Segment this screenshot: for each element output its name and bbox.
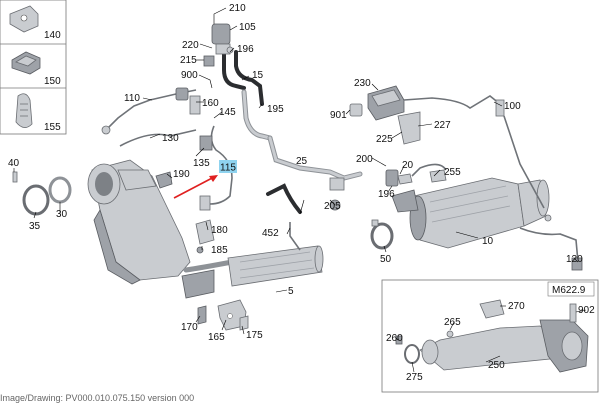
red-pointer-arrow-icon <box>173 175 218 199</box>
callout-265[interactable]: 265 <box>444 317 461 328</box>
callout-115[interactable]: 115 <box>220 163 236 174</box>
callout-5[interactable]: 5 <box>288 286 294 297</box>
callout-195[interactable]: 195 <box>267 104 284 115</box>
part-140-bracket-icon <box>9 5 39 33</box>
highlighted-part-115[interactable]: 115 <box>219 160 237 174</box>
callout-135[interactable]: 135 <box>193 158 210 169</box>
callout-255[interactable]: 255 <box>444 167 461 178</box>
callout-205[interactable]: 205 <box>324 201 341 212</box>
callout-110[interactable]: 110 <box>124 93 140 104</box>
callout-902[interactable]: 902 <box>578 305 595 316</box>
downpipe-illustration <box>181 245 324 299</box>
control-unit-230 <box>349 85 505 177</box>
callout-labels: 210 105 220 196 215 15 900 110 160 145 1… <box>8 3 595 383</box>
diesel-particulate-filter-illustration <box>87 159 191 285</box>
nox-sensor-right-wiring <box>503 115 583 271</box>
flange-clamp-illustration <box>12 171 72 216</box>
callout-30[interactable]: 30 <box>56 209 68 220</box>
callout-160[interactable]: 160 <box>202 98 219 109</box>
sensor-wiring-left <box>101 87 233 211</box>
inset-label-155: 155 <box>44 122 61 133</box>
callout-227[interactable]: 227 <box>434 120 451 131</box>
footer-drawing-id: Image/Drawing: PV000.010.075.150 version… <box>0 393 195 403</box>
callout-50[interactable]: 50 <box>380 254 392 265</box>
callout-100[interactable]: 100 <box>504 101 521 112</box>
callout-145[interactable]: 145 <box>219 107 236 118</box>
part-155-heat-shield-icon <box>15 93 33 128</box>
callout-170[interactable]: 170 <box>181 322 198 333</box>
callout-225[interactable]: 225 <box>376 134 393 145</box>
scr-catalyst-illustration <box>391 177 550 249</box>
pressure-line-assembly <box>203 23 363 211</box>
inset-label-140: 140 <box>44 30 61 41</box>
callout-200[interactable]: 200 <box>356 154 373 165</box>
callout-900[interactable]: 900 <box>181 70 198 81</box>
inset-label-150: 150 <box>44 76 61 87</box>
callout-105[interactable]: 105 <box>239 22 256 33</box>
callout-901[interactable]: 901 <box>330 110 347 121</box>
callout-185[interactable]: 185 <box>211 245 228 256</box>
callout-175[interactable]: 175 <box>246 330 263 341</box>
callout-165[interactable]: 165 <box>208 332 225 343</box>
callout-120[interactable]: 120 <box>566 254 583 265</box>
callout-35[interactable]: 35 <box>29 221 41 232</box>
callout-220[interactable]: 220 <box>182 40 199 51</box>
callout-452[interactable]: 452 <box>262 228 279 239</box>
callout-275[interactable]: 275 <box>406 372 423 383</box>
model-label: M622.9 <box>552 285 586 296</box>
leader-lines <box>13 7 587 373</box>
sensor-hose-452 <box>266 183 302 251</box>
callout-196-right[interactable]: 196 <box>378 189 395 200</box>
callout-230[interactable]: 230 <box>354 78 371 89</box>
inset-parts-panel: 140 150 155 <box>0 0 67 135</box>
clamp-50-illustration <box>370 219 394 250</box>
callout-270[interactable]: 270 <box>508 301 525 312</box>
callout-130[interactable]: 130 <box>162 133 179 144</box>
callout-20[interactable]: 20 <box>402 160 414 171</box>
callout-190[interactable]: 190 <box>173 169 190 180</box>
callout-260[interactable]: 260 <box>386 333 403 344</box>
callout-25[interactable]: 25 <box>296 156 308 167</box>
callout-180[interactable]: 180 <box>211 225 228 236</box>
m622-9-inset: M622.9 <box>381 279 599 393</box>
callout-40[interactable]: 40 <box>8 158 20 169</box>
callout-210[interactable]: 210 <box>229 3 246 14</box>
callout-15[interactable]: 15 <box>252 70 264 81</box>
callout-250[interactable]: 250 <box>488 360 505 371</box>
callout-215[interactable]: 215 <box>180 55 197 66</box>
callout-196-top[interactable]: 196 <box>237 44 254 55</box>
callout-10[interactable]: 10 <box>482 236 494 247</box>
part-150-clamp-icon <box>11 51 41 75</box>
